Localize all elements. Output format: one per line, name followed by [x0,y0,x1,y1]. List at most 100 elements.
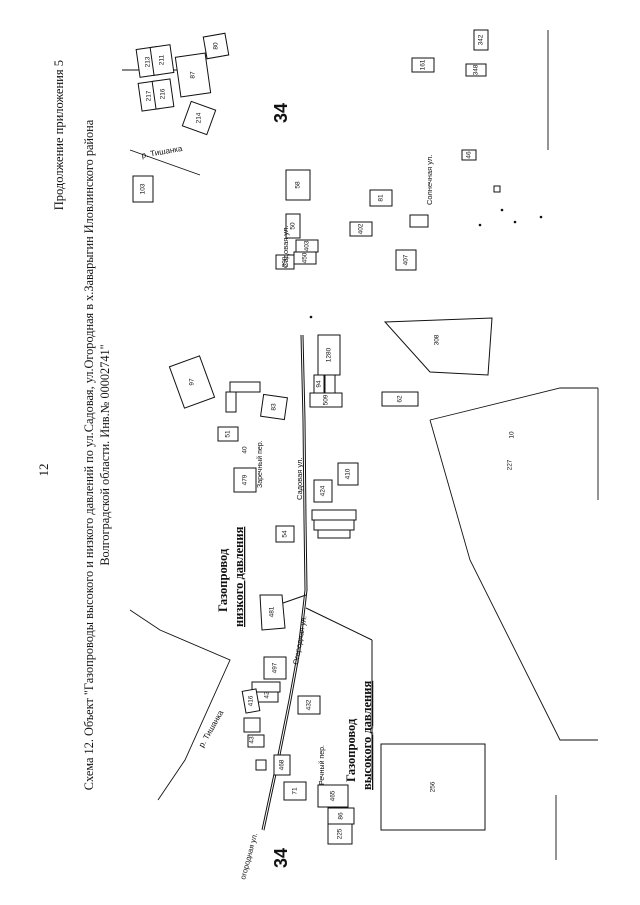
high-pressure-label-2: высокого давления [360,681,374,790]
lot-number: 71 [292,787,299,795]
building [409,214,429,228]
lot-number: 86 [338,812,345,820]
low-pressure-label-2: низкого давления [232,526,246,627]
lot-number: 399 [282,256,289,267]
building [273,754,291,776]
lot-number: 94 [316,380,323,388]
lot-number: 227 [507,459,514,470]
building [381,391,419,407]
lot-number: 211 [159,54,166,65]
lot-number: 80 [213,42,220,50]
lot-number: 40 [242,446,249,454]
building [313,519,355,531]
lot-number: 497 [272,662,279,673]
lot-number: 217 [146,90,153,101]
building [473,29,489,51]
building [229,381,261,393]
building [285,169,311,201]
boundary-top-right [429,387,598,421]
quarter-number-bottom: 34 [271,848,291,868]
caption-line-2: Волгоградской области. Инв.№ 00002741" [98,344,112,565]
building [283,781,307,801]
building [285,213,301,239]
lot-number: 432 [306,699,313,710]
pointer-high-pressure [305,607,373,641]
building [275,254,295,270]
building [168,355,216,409]
boundary-river-right [129,149,201,176]
boundaries [122,30,599,860]
building [309,392,343,408]
lot-number: 10 [509,431,516,439]
building [225,391,237,413]
low-pressure-label-1: Газопровод [216,548,230,612]
page-number: 12 [36,464,51,477]
lot-number: 42 [264,691,271,699]
lot-number: 509 [323,394,330,405]
building [247,734,265,748]
building [411,57,435,73]
building [380,743,486,831]
street-ogorodnaya: Огородная ул. [291,615,308,665]
street-solnechnaya: Солнечная ул. [425,155,434,205]
lot-number: 256 [430,781,437,792]
lot-number: 402 [358,223,365,234]
boundary-right-bottom [429,419,598,741]
pipeline-inner [262,334,307,831]
building [383,317,493,376]
lot-number: 308 [434,334,441,345]
building [217,426,239,442]
building [369,189,393,207]
boundary-river-left [129,609,231,801]
caption-line-1: Схема 12. Объект "Газопроводы высокого и… [82,119,96,790]
street-sadovaya-2: Садовая ул. [281,226,290,268]
lot-number: 424 [320,485,327,496]
lot-number: 479 [242,474,249,485]
building [181,100,217,136]
lot-number: 161 [420,59,427,70]
lot-number: 450 [302,252,309,263]
buildings [132,29,501,845]
lot-number: 214 [196,112,203,123]
lot-number: 81 [378,194,385,202]
river-tishanka-2: р. Тишанка [197,708,226,749]
lot-number: 225 [337,828,344,839]
lot-number: 97 [189,378,196,386]
lot-number: 342 [478,34,485,45]
map-dots [309,208,543,319]
building [317,784,349,808]
street-ogorodnaya-2: огородная ул. [238,832,259,881]
building [317,529,351,539]
lot-number: 51 [225,430,232,438]
lot-number: 1280 [326,347,333,362]
building [395,249,417,271]
high-pressure-label-1: Газопровод [344,718,358,782]
building [493,185,501,193]
lot-number: 403 [304,240,311,251]
building [233,467,257,493]
building [313,479,333,503]
building [241,688,261,714]
quarter-number-top: 34 [271,103,291,123]
building [349,221,373,237]
building [132,175,154,203]
lot-number: 103 [140,183,147,194]
street-rechnoy: Речный пер. [318,745,326,785]
river-tishanka: р. Тишанка [141,144,184,160]
building [174,52,212,98]
lot-number: 416 [248,695,255,706]
building [311,509,357,521]
building [260,393,288,421]
building [149,44,175,76]
lot-number: 50 [290,222,297,230]
pipeline-labels: Газопровод низкого давления Газопровод в… [216,526,374,790]
lot-number: 481 [269,606,276,617]
street-sadovaya: Садовая ул. [295,458,304,500]
lot-number: 87 [190,71,197,79]
building [259,594,286,631]
lot-number: 213 [145,56,152,67]
lot-number: 465 [330,790,337,801]
